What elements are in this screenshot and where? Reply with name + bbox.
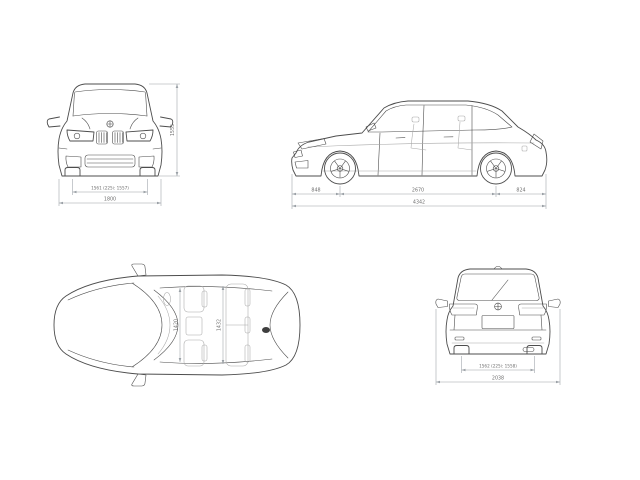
front-overhang-label: 848 [311,187,320,193]
license-plate [481,315,515,329]
rear-width-dimension: 2038 [435,309,561,385]
front-right-mirror [159,116,174,128]
top-rear-interior-label: 1432 [216,319,222,331]
top-front-interior-dimension: 1420 [173,288,182,362]
top-left-mirror [131,263,147,277]
rear-overhang-label: 824 [516,187,525,193]
side-view: 848 2670 824 4342 [291,100,548,209]
rear-wiper [491,279,509,301]
front-track-label: 1561 (225i: 1557) [91,185,129,190]
front-width-label: 1800 [104,196,116,202]
wheelbase-label: 2670 [412,187,424,193]
side-headlight [297,138,327,150]
front-height-label: 1555 [170,124,176,136]
rear-car-drawing [435,265,561,355]
top-right-mirror [131,373,147,387]
top-interior [157,283,251,367]
side-car-drawing [291,100,548,185]
rear-view: 1562 (225i: 1558) 2038 [435,265,561,385]
rear-right-taillight [518,303,547,316]
rear-wheel [480,152,512,185]
rear-left-mirror [435,298,448,308]
front-height-dimension: 1555 [149,83,180,177]
overall-length-label: 4342 [413,199,425,205]
brand-roundel-icon [106,120,114,128]
antenna-dot [262,327,270,333]
rear-track-dimension: 1562 (225i: 1558) [461,356,535,373]
front-left-mirror [46,116,61,128]
side-taillight [529,133,544,150]
front-track-dimension: 1561 (225i: 1557) [72,179,148,195]
interior-seats [410,115,473,151]
exhaust-tip [522,347,535,352]
kidney-grille [96,130,124,145]
top-rear-interior-dimension: 1432 [216,286,225,364]
top-front-interior-label: 1420 [173,319,179,331]
top-car-drawing [53,263,301,387]
rear-width-label: 2038 [492,375,504,381]
rear-right-mirror [548,298,561,308]
shark-fin-antenna [493,265,503,270]
brand-roundel-icon [494,302,502,311]
side-length-dimensions: 848 2670 824 4342 [291,174,547,209]
fuel-cap [521,145,528,152]
front-wheel [324,152,356,185]
top-view: 1420 1432 [53,263,301,387]
side-mirror [365,122,377,132]
rear-track-label: 1562 (225i: 1558) [479,363,517,368]
front-width-dimension: 1800 [58,179,162,206]
front-right-headlight [125,129,154,142]
front-left-headlight [66,129,95,142]
front-car-drawing [46,83,174,177]
front-view: 1561 (225i: 1557) 1800 1555 [46,83,180,206]
rear-left-taillight [449,303,478,316]
